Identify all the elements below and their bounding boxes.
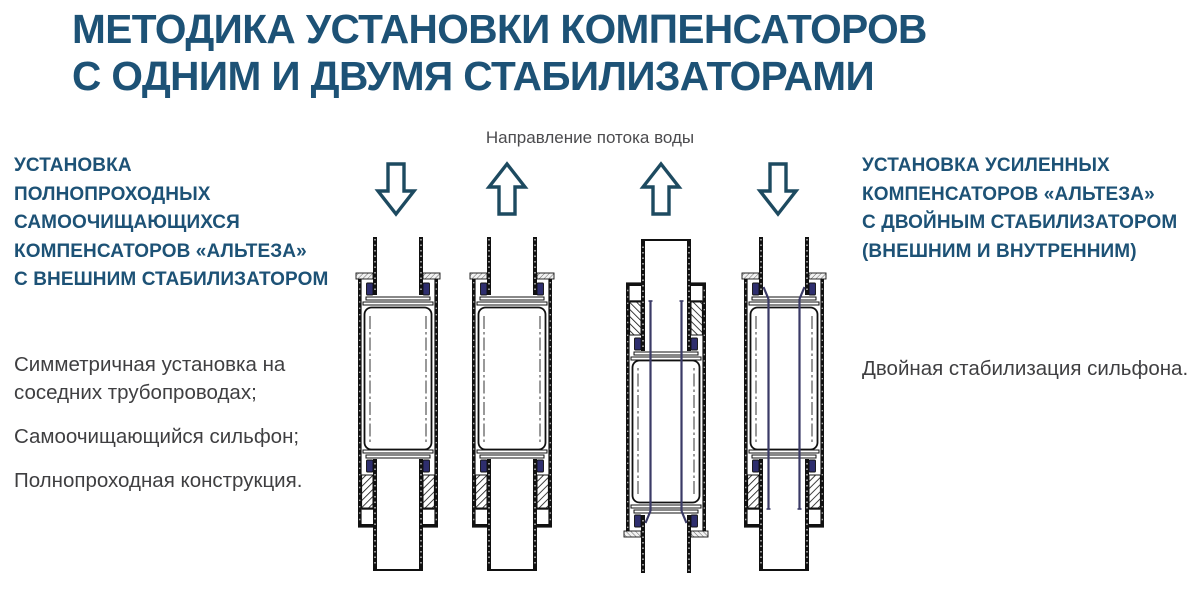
- flow-arrow-up-3: [641, 162, 681, 216]
- left-heading-line: КОМПЕНСАТОРОВ «АЛЬТЕЗА»: [14, 240, 307, 262]
- right-paragraph: Двойная стабилизация сильфона.: [862, 357, 1189, 380]
- compensator-drawing-2-external-stabilizer: [469, 236, 555, 572]
- left-heading-line: ПОЛНОПРОХОДНЫХ: [14, 183, 211, 205]
- left-paragraph: Самоочищающийся сильфон;: [14, 424, 300, 448]
- right-heading-line: (ВНЕШНИМ И ВНУТРЕННИМ): [862, 240, 1137, 262]
- compensator-drawing-3-double-stabilizer: [624, 239, 708, 573]
- flow-arrow-down-4: [758, 162, 798, 216]
- page-title: МЕТОДИКА УСТАНОВКИ КОМПЕНСАТОРОВ С ОДНИМ…: [72, 6, 927, 100]
- right-panel-heading: УСТАНОВКА УСИЛЕННЫХ КОМПЕНСАТОРОВ «АЛЬТЕ…: [862, 152, 1197, 266]
- right-panel: УСТАНОВКА УСИЛЕННЫХ КОМПЕНСАТОРОВ «АЛЬТЕ…: [862, 152, 1197, 399]
- right-heading-line: С ДВОЙНЫМ СТАБИЛИЗАТОРОМ: [862, 212, 1178, 233]
- left-paragraph: Полнопроходная конструкция.: [14, 468, 303, 492]
- right-heading-line: КОМПЕНСАТОРОВ «АЛЬТЕЗА»: [862, 183, 1155, 205]
- compensator-drawing-4-double-stabilizer: [742, 237, 826, 571]
- left-panel-body: Симметричная установка на соседних трубо…: [14, 351, 344, 495]
- left-panel: УСТАНОВКА ПОЛНОПРОХОДНЫХ САМООЧИЩАЮЩИХСЯ…: [14, 152, 344, 511]
- compensator-drawing-1-external-stabilizer: [355, 236, 441, 572]
- left-panel-heading: УСТАНОВКА ПОЛНОПРОХОДНЫХ САМООЧИЩАЮЩИХСЯ…: [14, 152, 344, 295]
- left-heading-line: С ВНЕШНИМ СТАБИЛИЗАТОРОМ: [14, 269, 329, 290]
- page-title-line1: МЕТОДИКА УСТАНОВКИ КОМПЕНСАТОРОВ: [72, 6, 927, 52]
- right-heading-line: УСТАНОВКА УСИЛЕННЫХ: [862, 155, 1110, 176]
- left-heading-line: УСТАНОВКА: [14, 155, 132, 176]
- flow-arrow-up-2: [487, 162, 527, 216]
- flow-arrow-down-1: [376, 162, 416, 216]
- flow-direction-label: Направление потока воды: [485, 128, 695, 147]
- left-paragraph: Симметричная установка на соседних трубо…: [14, 352, 286, 404]
- page-title-line2: С ОДНИМ И ДВУМЯ СТАБИЛИЗАТОРАМИ: [72, 53, 875, 99]
- right-panel-body: Двойная стабилизация сильфона.: [862, 355, 1197, 383]
- left-heading-line: САМООЧИЩАЮЩИХСЯ: [14, 212, 240, 233]
